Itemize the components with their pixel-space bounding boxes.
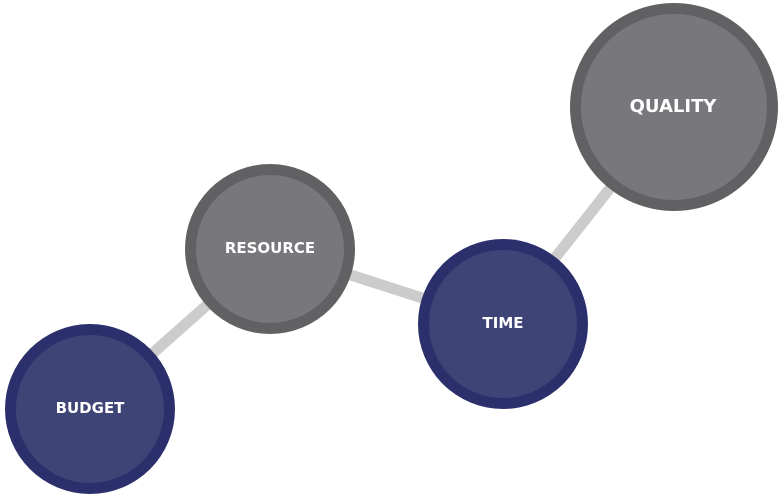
node-resource-label: RESOURCE (225, 239, 315, 257)
node-budget-fill (16, 335, 164, 483)
node-resource-fill (196, 175, 344, 323)
node-resource: RESOURCE (185, 164, 355, 334)
node-quality-label: QUALITY (630, 96, 718, 117)
node-quality: QUALITY (570, 3, 778, 211)
node-budget: BUDGET (5, 324, 175, 494)
node-time-label: TIME (483, 314, 524, 332)
node-quality-fill (581, 14, 767, 200)
node-time: TIME (418, 239, 588, 409)
node-budget-label: BUDGET (56, 399, 126, 417)
node-time-fill (429, 250, 577, 398)
